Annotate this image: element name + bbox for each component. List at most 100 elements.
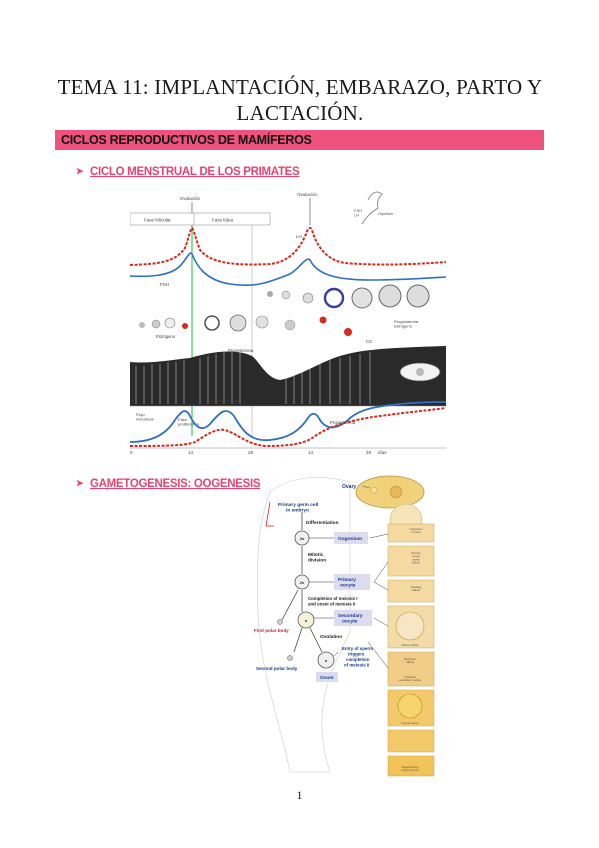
subsection-title-2: GAMETOGENESIS: OOGENESIS: [90, 478, 261, 490]
ovary-follicle: [370, 486, 378, 494]
first-polar-body-cell: [277, 619, 283, 625]
implanted-embryo-core: [416, 368, 424, 376]
progesterone-curve: [130, 407, 446, 448]
estrogen-curve: [130, 401, 446, 443]
follicle: [164, 317, 176, 329]
arrow-ovum: [309, 627, 323, 653]
corpus-luteum: [204, 315, 220, 331]
ploidy-n-2: n: [325, 658, 328, 663]
label-estrogeno-2: Estrógeno: [330, 400, 350, 405]
label-second-polar-body: Second polar body: [256, 666, 298, 671]
red-bracket-1: [265, 501, 274, 527]
endometrium: [130, 346, 446, 406]
phase-box: [130, 212, 271, 226]
label-fase-folicular: Fase folicular: [144, 218, 171, 223]
corpus-luteum: [323, 287, 345, 309]
subsection-title-1: CICLO MENSTRUAL DE LOS PRIMATES: [90, 166, 300, 178]
oogonium-box: [334, 532, 368, 544]
page-title: TEMA 11: IMPLANTACIÓN, EMBARAZO, PARTO Y…: [40, 74, 560, 126]
panel-ruptured-follicle: [387, 651, 435, 687]
corpus-luteum: [406, 284, 430, 308]
label-ovum: Ovum: [320, 675, 334, 681]
panel-primary-oocyte: [387, 545, 435, 577]
label-progesterona-1: Progesterona: [228, 348, 254, 353]
corpus-luteum-illustration: [397, 693, 423, 719]
section-header: CICLOS REPRODUCTIVOS DE MAMÍFEROS: [55, 130, 544, 150]
follicle-row: [139, 314, 352, 336]
follicle-row-upper: [267, 284, 430, 309]
follicle: [151, 319, 161, 329]
label-estrogeno-1: Estrógeno: [156, 334, 176, 339]
x-tick-14: 14: [188, 450, 194, 455]
endometrium-glands: [135, 352, 371, 404]
corpus-luteum: [229, 314, 247, 332]
label-ovulation: Ovulation: [320, 634, 342, 640]
ovary-follicle: [389, 485, 403, 499]
label-ovary: Ovary: [342, 484, 356, 490]
ovulated-oocyte: [344, 328, 352, 336]
fsh-curve: [130, 252, 446, 287]
subsection-heading-2: ➤ GAMETOGENESIS: OOGENESIS: [76, 478, 261, 490]
label-hipofisis: Hipófisis: [378, 211, 393, 216]
follicle: [281, 290, 291, 300]
corpus-luteum: [378, 284, 402, 308]
ploidy-2n-1: 2n: [300, 536, 305, 541]
mature-follicle-illustration: [395, 611, 425, 641]
faint-outline: [257, 477, 351, 773]
x-tick-28: 28: [248, 450, 254, 455]
label-lh: LH: [296, 234, 302, 239]
follicle: [139, 322, 145, 328]
arrow-first-polar: [281, 589, 299, 621]
arrow-bullet-icon: ➤: [76, 166, 84, 176]
panel-corpus-luteum-2: [387, 729, 435, 753]
x-tick-0: 0: [130, 450, 133, 455]
ovulated-oocyte: [182, 323, 188, 329]
label-fsh: FSH: [160, 282, 169, 287]
label-fase-lutea: Fase lútea: [212, 218, 234, 223]
label-progesterona-3: Progesterona: [330, 420, 356, 425]
x-unit-label: días: [378, 450, 387, 455]
label-cg: CG: [366, 339, 372, 344]
ovum-box: [316, 672, 338, 682]
second-polar-body-cell: [287, 655, 293, 661]
subsection-heading-1: ➤ CICLO MENSTRUAL DE LOS PRIMATES: [76, 166, 300, 178]
label-oogonium: Oogonium: [338, 536, 362, 542]
corpus-albicans: [255, 315, 269, 329]
panel-growing-follicle: [387, 579, 435, 603]
ploidy-2n-2: 2n: [300, 580, 305, 585]
section-title: CICLOS REPRODUCTIVOS DE MAMÍFEROS: [61, 133, 312, 147]
label-progesterona-2: Progesterona,estrógeno: [394, 319, 419, 329]
follicle: [284, 319, 296, 331]
panel-label-4: Mature follicle: [401, 643, 419, 647]
label-first-polar-body: First polar body: [254, 628, 289, 633]
label-fase-secretora: Fase secretora: [210, 398, 239, 403]
lh-curve: [130, 226, 446, 266]
arrow-bullet-icon: ➤: [76, 478, 84, 488]
label-ovulacion-1: Ovulación: [180, 196, 201, 201]
arrow-second-polar: [293, 627, 303, 653]
follicle: [267, 291, 273, 297]
connector-lines: [367, 533, 389, 669]
ovum-cell: [317, 651, 335, 669]
label-differentiation: Differentiation: [306, 520, 339, 526]
x-tick-14b: 14: [308, 450, 314, 455]
panel-degenerating: [387, 755, 435, 777]
title-line-2: LACTACIÓN.: [236, 101, 364, 125]
secondary-oocyte-box: [334, 610, 372, 626]
ploidy-n-1: n: [305, 618, 308, 623]
title-line-1: TEMA 11: IMPLANTACIÓN, EMBARAZO, PARTO Y: [57, 75, 543, 99]
x-tick-28b: 28: [366, 450, 372, 455]
